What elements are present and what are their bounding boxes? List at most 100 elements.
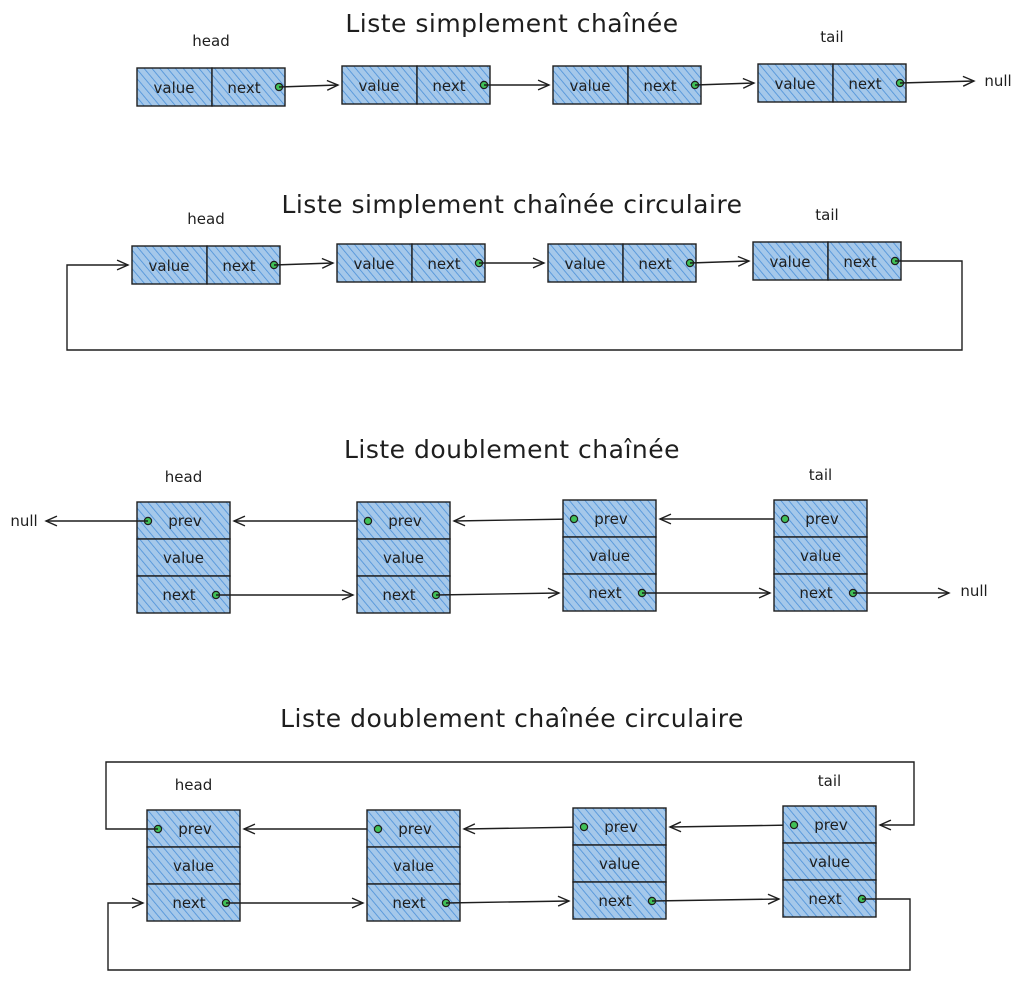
next-label: next	[808, 890, 841, 908]
arrowhead	[937, 587, 951, 599]
arrowhead	[537, 79, 551, 91]
pointer-arrow	[669, 824, 795, 828]
arrowhead	[232, 515, 246, 527]
value-label: value	[809, 853, 850, 871]
next-cell	[416, 65, 491, 105]
value-cell	[572, 844, 667, 883]
arrowhead	[532, 257, 546, 269]
next-label: next	[432, 77, 465, 95]
arrowhead	[326, 79, 340, 91]
prev-label: prev	[594, 510, 628, 528]
next-label: next	[382, 586, 415, 604]
value-label: value	[154, 79, 195, 97]
value-cell	[562, 536, 657, 575]
arrowhead	[557, 895, 571, 907]
prev-cell	[782, 805, 877, 844]
pointer-arrow	[899, 80, 975, 84]
prev-cell	[146, 809, 241, 848]
circular-link	[66, 260, 963, 351]
arrowhead	[547, 587, 561, 599]
value-label: value	[775, 75, 816, 93]
arrowhead	[878, 819, 892, 831]
next-cell	[622, 243, 697, 283]
value-label: value	[393, 857, 434, 875]
pointer-arrow	[273, 262, 334, 266]
prev-label: prev	[805, 510, 839, 528]
tail-label: tail	[818, 772, 841, 790]
arrowhead	[742, 77, 756, 89]
value-cell	[136, 67, 213, 107]
value-label: value	[565, 255, 606, 273]
next-cell	[627, 65, 702, 105]
prev-label: prev	[398, 820, 432, 838]
null-label-right: null	[960, 582, 987, 600]
diagram-3: Liste doublement chaînéeprevvaluenextpre…	[10, 435, 988, 614]
arrowhead	[767, 893, 781, 905]
pointer-dot	[363, 516, 373, 526]
arrowhead	[658, 513, 672, 525]
arrowhead	[131, 897, 145, 909]
next-label: next	[588, 584, 621, 602]
pointer-dot	[373, 824, 383, 834]
arrowhead	[758, 587, 772, 599]
value-cell	[146, 846, 241, 885]
value-cell	[782, 842, 877, 881]
head-label: head	[165, 468, 202, 486]
arrowhead	[668, 821, 682, 833]
pointer-arrow	[453, 518, 575, 522]
next-label: next	[638, 255, 671, 273]
value-cell	[341, 65, 418, 105]
diagram-title: Liste doublement chaînée circulaire	[280, 704, 744, 733]
arrowhead	[242, 823, 256, 835]
null-label: null	[984, 72, 1011, 90]
next-cell	[211, 67, 286, 107]
arrowhead	[462, 823, 476, 835]
list-node: prev value next	[782, 805, 877, 918]
pointer-dot	[569, 514, 579, 524]
next-cell	[827, 241, 902, 281]
pointer-arrow	[689, 260, 750, 264]
next-label: next	[427, 255, 460, 273]
head-label: head	[187, 210, 224, 228]
diagram-title: Liste doublement chaînée	[344, 435, 680, 464]
next-cell	[411, 243, 486, 283]
tail-label: tail	[815, 206, 838, 224]
tail-label: tail	[820, 28, 843, 46]
value-cell	[773, 536, 868, 575]
value-cell	[136, 538, 231, 577]
prev-label: prev	[388, 512, 422, 530]
value-label: value	[570, 77, 611, 95]
arrowhead	[351, 897, 365, 909]
value-cell	[547, 243, 624, 283]
list-node: value next	[547, 243, 697, 283]
head-label: head	[192, 32, 229, 50]
prev-label: prev	[814, 816, 848, 834]
arrowhead	[321, 257, 335, 269]
arrowhead	[116, 259, 130, 271]
null-label-left: null	[10, 512, 37, 530]
pointer-arrow	[445, 900, 570, 904]
next-label: next	[799, 584, 832, 602]
arrowhead	[962, 75, 976, 87]
circular-link	[107, 898, 911, 971]
value-cell	[552, 65, 629, 105]
value-label: value	[589, 547, 630, 565]
prev-label: prev	[168, 512, 202, 530]
prev-label: prev	[604, 818, 638, 836]
next-label: next	[643, 77, 676, 95]
prev-label: prev	[178, 820, 212, 838]
pointer-dot	[789, 820, 799, 830]
